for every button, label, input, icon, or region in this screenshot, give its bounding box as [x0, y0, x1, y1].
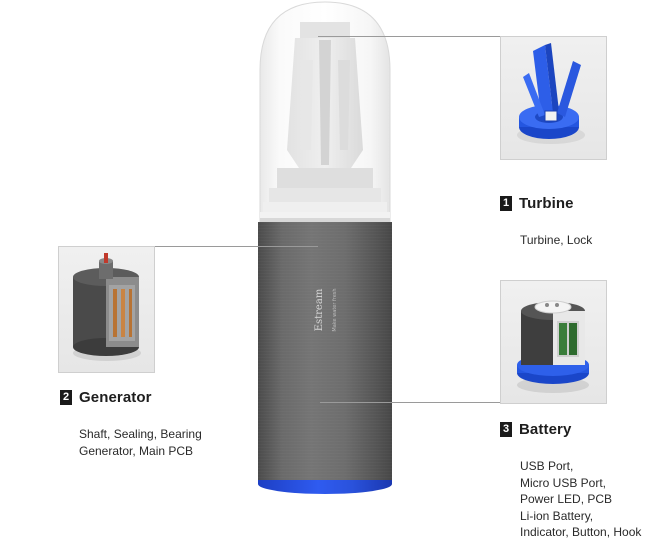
transparent-dome	[259, 1, 391, 223]
turbine-thumbnail	[500, 36, 607, 160]
turbine-title: Turbine	[519, 195, 574, 212]
generator-title: Generator	[79, 389, 152, 406]
battery-title: Battery	[519, 421, 572, 438]
turbine-parts: Turbine, Lock	[520, 232, 592, 249]
battery-part-line: USB Port,	[520, 459, 574, 473]
battery-number-badge: 3	[500, 422, 512, 437]
turbine-heading: 1 Turbine	[500, 195, 574, 212]
generator-thumbnail	[58, 246, 155, 373]
turbine-part-image	[517, 43, 585, 144]
battery-parts: USB Port, Micro USB Port, Power LED, PCB…	[520, 458, 641, 541]
generator-part-line: Shaft, Sealing, Bearing	[79, 427, 202, 441]
generator-parts: Shaft, Sealing, Bearing Generator, Main …	[79, 426, 202, 459]
connector-line-generator	[153, 246, 318, 247]
device-base	[258, 480, 392, 494]
generator-part-image	[73, 253, 141, 361]
battery-heading: 3 Battery	[500, 421, 571, 438]
generator-number-badge: 2	[60, 390, 72, 405]
battery-part-line: Micro USB Port,	[520, 475, 607, 490]
battery-part-line: Power LED, PCB	[520, 492, 613, 506]
battery-part-line: Li-ion Battery,	[520, 508, 594, 523]
turbine-part-line: Turbine, Lock	[520, 233, 593, 247]
connector-line-turbine	[318, 36, 500, 37]
connector-line-battery	[320, 402, 502, 403]
battery-part-image	[517, 300, 589, 393]
device-body	[258, 222, 392, 484]
turbine-number-badge: 1	[500, 196, 512, 211]
battery-thumbnail	[500, 280, 607, 404]
generator-heading: 2 Generator	[60, 389, 152, 406]
generator-part-line: Generator, Main PCB	[79, 443, 194, 458]
device-illustration: Estream Make water fresh	[255, 0, 395, 498]
inner-turbine-shape	[263, 22, 387, 212]
brand-tagline: Make water fresh	[332, 288, 338, 332]
battery-part-line: Indicator, Button, Hook	[520, 525, 642, 539]
